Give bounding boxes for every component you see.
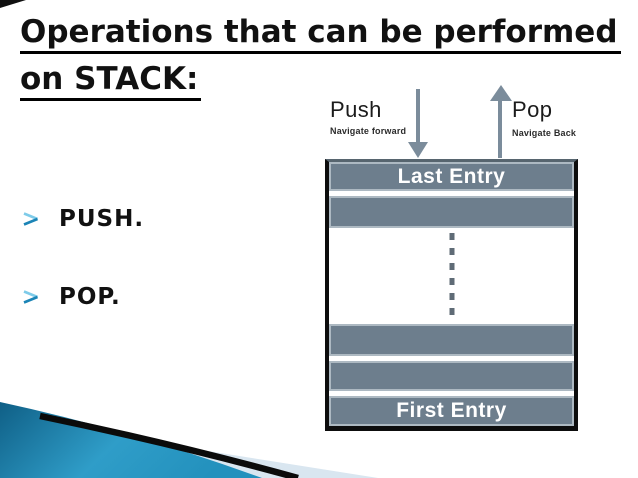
title-row-1: Operations that can be performed [20,14,621,61]
stack-row-label: Last Entry [397,164,506,188]
stack-box: Last Entry First Entry [325,159,578,431]
page-title: Operations that can be performed on STAC… [20,14,621,108]
teal-wedge [0,402,262,478]
stack-row-empty [329,196,574,228]
title-line-2: on STACK: [20,61,202,101]
stack-row-label: First Entry [396,399,507,422]
stack-row-empty [329,361,574,391]
title-row-2: on STACK: [20,61,621,108]
arrow-bullet-icon [23,212,38,226]
bullet-label: PUSH. [59,206,145,232]
push-operation-label: Push [330,97,382,122]
bullet-label: POP. [59,284,121,310]
stack-row-empty [329,324,574,356]
push-operation-sublabel: Navigate forward [330,126,407,136]
black-stripe [39,412,299,478]
pop-operation-sublabel: Navigate Back [512,128,577,138]
arrow-bullet-icon [23,290,38,304]
bottom-left-corner-decoration [0,402,378,478]
pop-up-arrow-icon [490,85,512,158]
pop-operation-label: Pop [512,97,553,122]
stack-row-first-entry: First Entry [329,396,574,426]
push-down-arrow-icon [408,89,428,158]
list-item-pop: POP. [23,284,121,310]
stack-ellipsis-region [329,228,574,324]
vertical-ellipsis-dashes [449,233,454,318]
stack-row-last-entry: Last Entry [329,162,574,191]
list-item-push: PUSH. [23,206,144,232]
title-line-1: Operations that can be performed [20,14,621,54]
top-left-corner-decoration [0,0,26,8]
